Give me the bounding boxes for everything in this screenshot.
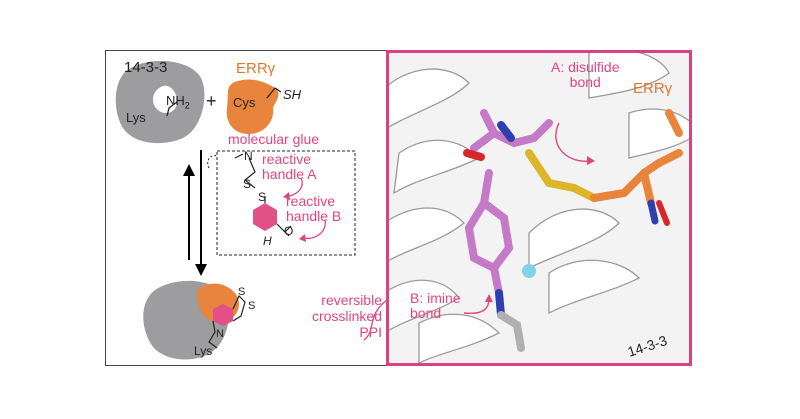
glue-s1: S	[243, 177, 252, 191]
glue-h: H	[263, 234, 272, 248]
lys-label: Lys	[126, 110, 146, 125]
glue-molecule-sticks	[464, 109, 553, 297]
plus-sign: +	[206, 91, 217, 111]
lys-stick	[166, 101, 178, 117]
disulfide-line-2: bond	[569, 74, 601, 90]
forward-arrowhead	[195, 264, 207, 276]
fluorine-atom	[522, 264, 536, 278]
handle-a-line-2: handle A	[262, 166, 317, 182]
err-label-left: ERRγ	[236, 60, 276, 77]
imine-line-2: bond	[410, 305, 442, 321]
glue-chain	[234, 153, 256, 189]
protein-1433-shape	[115, 60, 205, 144]
handle-a-arrow	[288, 177, 303, 197]
sh-label: SH	[283, 87, 302, 102]
oxygen-atom	[463, 149, 485, 161]
handle-a-label: reactive handle A	[262, 152, 317, 182]
glue-dashed-box	[216, 150, 356, 256]
cys-label: Cys	[233, 95, 256, 110]
handle-a-arrowhead	[283, 192, 290, 200]
glue-n: N	[244, 149, 253, 163]
complex-lys: Lys	[194, 344, 213, 358]
reversible-line-3: PPI	[359, 324, 382, 340]
reversible-crosslinked-label: reversible crosslinked PPI	[300, 292, 382, 340]
disulfide-line-1: A: disulfide	[551, 59, 620, 75]
lys-stick-gray	[497, 311, 525, 352]
imine-bond-label: B: imine bond	[410, 291, 461, 321]
nh2-label: NH2	[166, 93, 190, 111]
arrow-a	[555, 122, 590, 162]
err-protein-shape	[226, 79, 279, 134]
handle-b-line-1: reactive	[286, 193, 336, 209]
protein-1433-label: 14-3-3	[124, 59, 168, 76]
sh-stick	[266, 87, 282, 99]
reversible-line-2: crosslinked	[311, 308, 382, 324]
err-nitrogen	[647, 199, 659, 225]
handle-b-label: reactive handle B	[286, 194, 341, 224]
err-peptide-sticks	[590, 109, 683, 207]
reverse-arrowhead	[183, 164, 195, 176]
nh2-subscript: 2	[184, 100, 190, 111]
glue-title: molecular glue	[228, 131, 320, 147]
arrow-b-head	[485, 294, 493, 302]
handle-b-arrowhead	[299, 234, 306, 242]
handle-a-line-1: reactive	[262, 151, 312, 167]
complex-s1: S	[238, 286, 246, 298]
complex-n: N	[216, 328, 224, 340]
glue-connector	[207, 155, 218, 169]
crystal-structure-svg	[389, 53, 689, 363]
left-schematic-svg	[115, 60, 356, 360]
err-label-right: ERRγ	[633, 80, 673, 97]
imine-line-1: B: imine	[410, 290, 461, 306]
aldehyde-bond	[276, 223, 292, 237]
glue-o: O	[284, 224, 294, 238]
handle-b-arrow	[304, 219, 326, 239]
nitrogen-atom-top	[497, 121, 515, 142]
disulfide-bond-label: A: disulfide bond	[551, 60, 619, 90]
glue-s2: S	[258, 190, 267, 204]
complex-s2: S	[248, 300, 256, 312]
complex-pink-hexagon	[213, 304, 233, 326]
disulfide-stick	[525, 149, 598, 202]
glue-hexagon	[253, 203, 277, 231]
complex-bonds	[208, 294, 246, 349]
reversible-line-1: reversible	[321, 292, 382, 308]
err-oxygen	[656, 200, 670, 226]
protein-helix-ribbons	[389, 53, 689, 363]
handle-b-line-2: handle B	[286, 208, 342, 224]
arrow-a-head	[587, 156, 595, 165]
